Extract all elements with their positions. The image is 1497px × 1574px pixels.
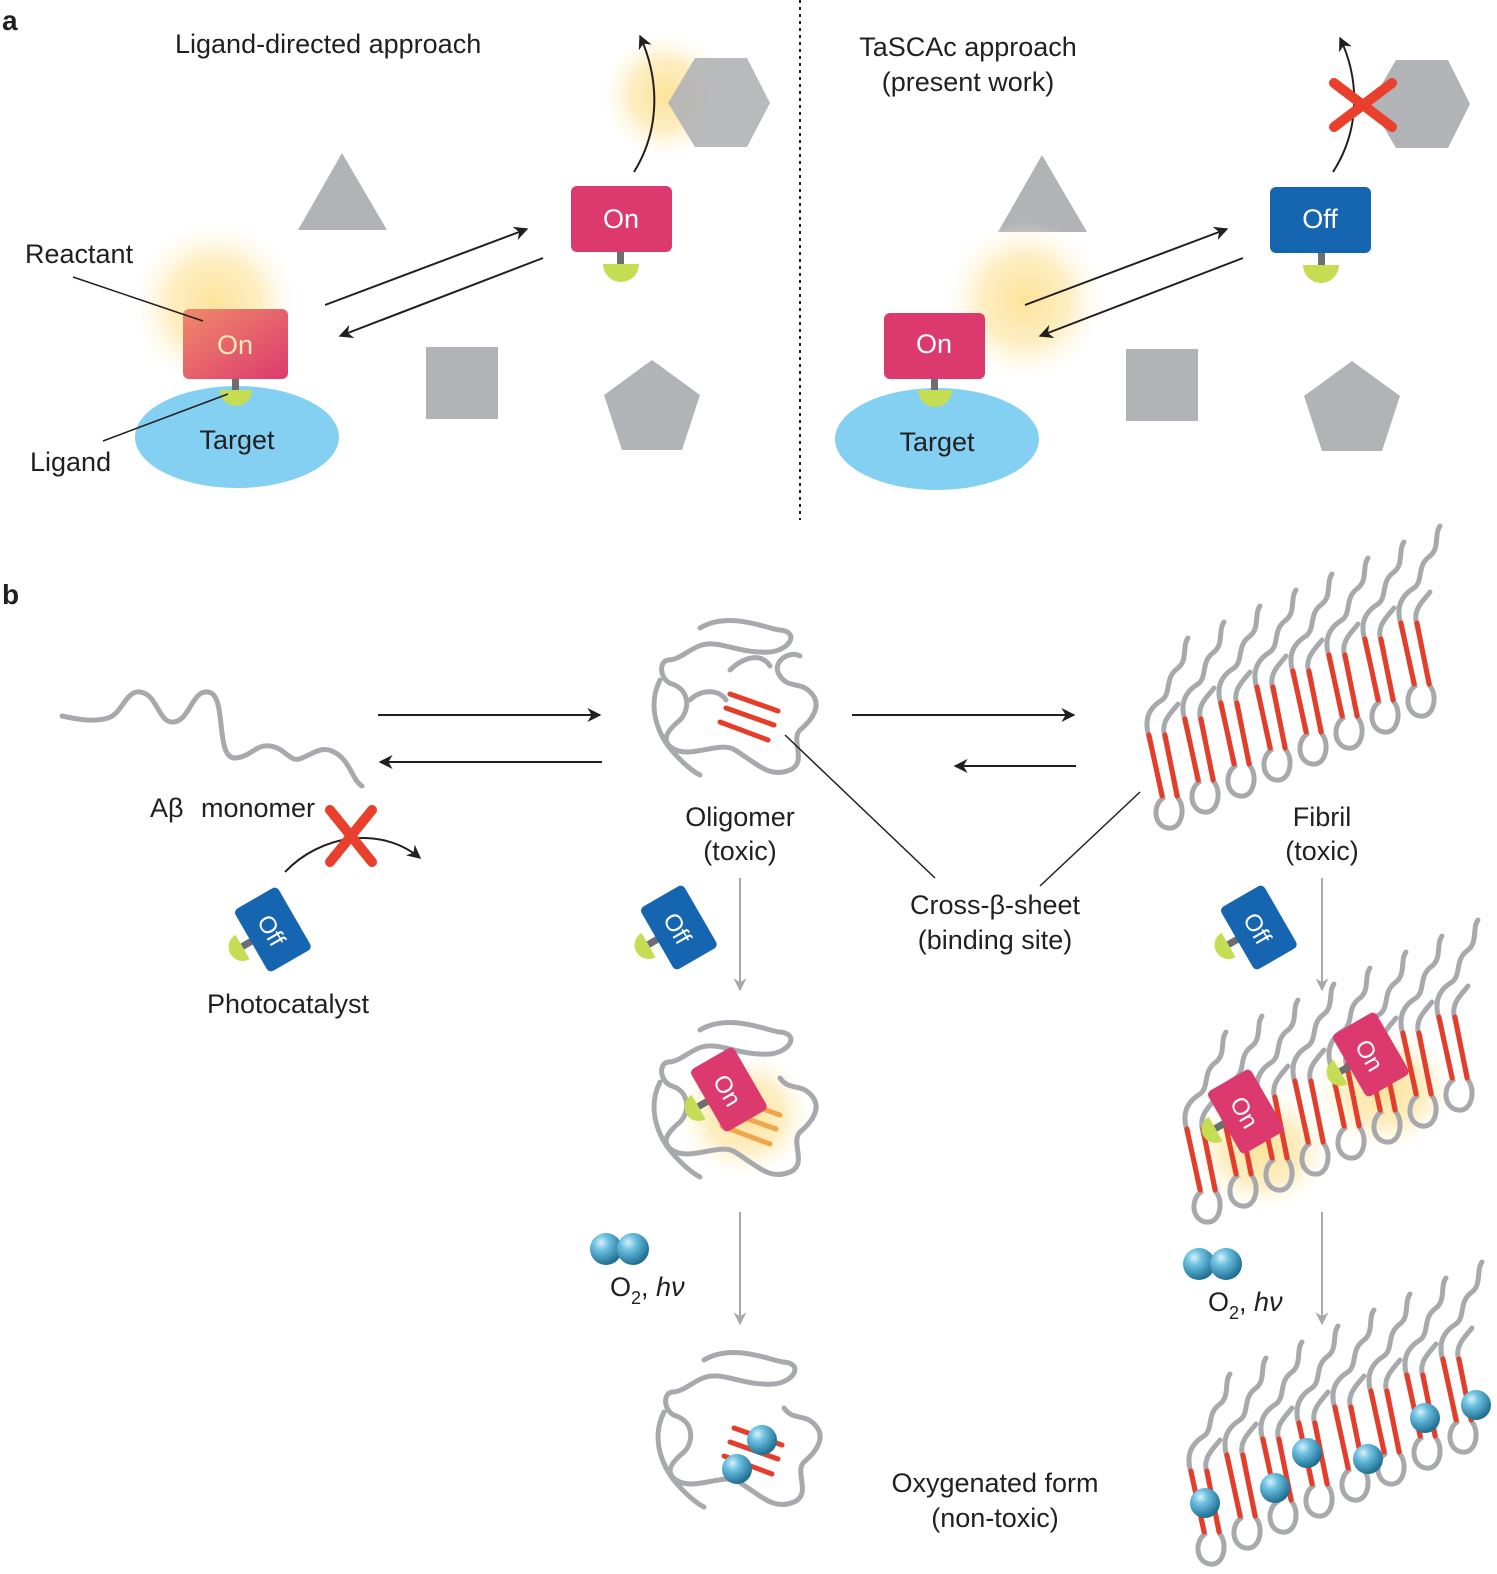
on-box: [571, 186, 672, 252]
fibril-label: Fibril: [1293, 802, 1352, 832]
blocked-reaction-arrow: [1332, 36, 1356, 173]
oxygen-atom: [1260, 1473, 1290, 1503]
square-shape: [426, 347, 498, 419]
on-label: On: [603, 204, 639, 234]
reactant-state-label: On: [217, 330, 253, 360]
panel-b-letter: b: [2, 579, 19, 610]
left-distractor-shapes: [298, 33, 770, 450]
binding-leader-line: [784, 734, 936, 879]
abeta-monomer-strand: [59, 689, 365, 789]
binding-site-label: (binding site): [918, 925, 1073, 955]
reverse-arrow: [1038, 257, 1244, 339]
non-toxic-label: (non-toxic): [931, 1503, 1059, 1533]
binding-leader-line: [1039, 791, 1141, 887]
monomer-label: monomer: [201, 793, 315, 823]
fibril-aggregate: [1147, 526, 1440, 828]
fibril-catalyst-complex: On On: [1185, 920, 1478, 1222]
oxygen-atom: [1461, 1390, 1491, 1420]
catalyst-glow: [947, 222, 1103, 378]
cross-beta-sheet-label: Cross-β-sheet: [910, 890, 1081, 920]
forward-arrow: [324, 226, 529, 306]
blocked-cross-icon: [325, 805, 377, 867]
photocatalyst-icon: Off: [634, 885, 717, 970]
oxygen-molecule-icon: [1183, 1248, 1242, 1280]
ligand-icon: [603, 264, 639, 282]
ligand-leader-line: [102, 393, 229, 442]
tascac-title: TaSCAc approach: [859, 32, 1077, 62]
oxygen-light-label: O2, hν: [1208, 1287, 1283, 1323]
photocatalyst-icon: Off: [228, 887, 311, 972]
target-ellipse: [135, 386, 339, 488]
on-box: [884, 313, 985, 379]
hexagon-shape: [668, 58, 770, 147]
left-free-catalyst: On: [571, 186, 672, 282]
tascac-subtitle: (present work): [882, 67, 1055, 97]
panel-a-letter: a: [2, 5, 18, 36]
oligomer-catalyst-complex: On: [651, 1019, 819, 1180]
on-label: On: [916, 329, 952, 359]
forward-arrow: [1024, 226, 1229, 306]
on-catalyst-icon: On: [1326, 1012, 1409, 1097]
reactant-leader-line: [72, 276, 204, 322]
oxygen-molecule-icon: [590, 1233, 649, 1265]
blocked-cross-icon: [1329, 78, 1397, 132]
ligand-directed-title: Ligand-directed approach: [175, 29, 481, 59]
ligand-icon: [918, 390, 952, 407]
off-box: [1270, 187, 1371, 253]
pentagon-shape: [604, 360, 700, 450]
on-catalyst-icon: On: [684, 1047, 767, 1132]
reactant-label: Reactant: [25, 239, 134, 269]
oxygen-atom: [1410, 1403, 1440, 1433]
reaction-arrow: [633, 34, 656, 173]
oxygen-atom: [1292, 1438, 1322, 1468]
fibril-toxic-label: (toxic): [1285, 836, 1359, 866]
left-bound-complex: Target On: [133, 223, 339, 488]
oxygenated-oligomer: [655, 1349, 823, 1510]
on-catalyst-icon: On: [1201, 1069, 1284, 1154]
hexagon-shape: [1370, 60, 1470, 148]
target-ellipse: [835, 388, 1039, 490]
photocatalyst-icon: Off: [1214, 885, 1297, 970]
abeta-prefix: Aβ: [150, 793, 184, 823]
oxygen-atom: [1190, 1488, 1220, 1518]
pentagon-shape: [1304, 361, 1400, 451]
oxygen-atom: [722, 1454, 752, 1484]
oxygen-atom: [1353, 1444, 1383, 1474]
oligomer-toxic-label: (toxic): [703, 836, 777, 866]
target-label: Target: [199, 425, 275, 455]
oxygenated-fibril: [1189, 1262, 1491, 1564]
ligand-icon: [1303, 265, 1339, 283]
reactant-box: [183, 309, 288, 379]
right-bound-complex: Target On: [835, 222, 1103, 490]
square-shape: [1126, 349, 1198, 421]
oxygenated-form-label: Oxygenated form: [891, 1468, 1098, 1498]
off-label: Off: [1302, 204, 1338, 234]
oligomer-label: Oligomer: [685, 802, 795, 832]
right-free-catalyst: Off: [1270, 187, 1371, 283]
oxygen-light-label: O2, hν: [610, 1272, 685, 1308]
oxygen-atom: [747, 1425, 777, 1455]
ligand-label: Ligand: [30, 447, 111, 477]
target-label: Target: [899, 427, 975, 457]
photocatalyst-label: Photocatalyst: [207, 989, 370, 1019]
oligomer-aggregate: [651, 617, 819, 778]
triangle-shape: [998, 155, 1087, 232]
triangle-shape: [298, 153, 387, 230]
reverse-arrow: [338, 257, 544, 339]
